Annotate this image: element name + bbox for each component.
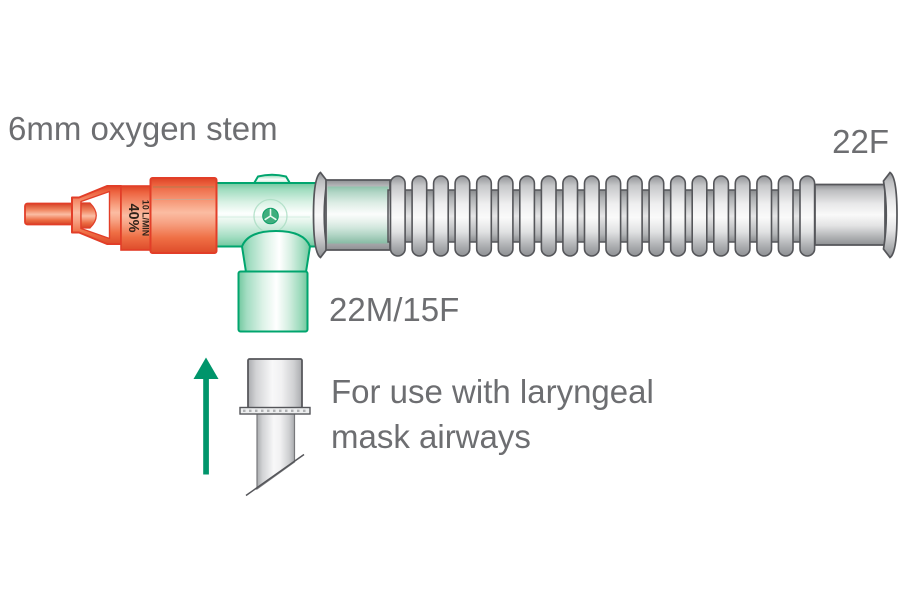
lma-cutoff-slash <box>245 453 305 497</box>
label-note-line2: mask airways <box>331 418 531 455</box>
tube-ridge <box>734 175 751 257</box>
tube-ridge <box>756 175 773 257</box>
tube-valley-base <box>387 189 817 243</box>
tube-right-flare <box>882 171 898 259</box>
tube-ridge <box>411 175 428 257</box>
tube-ridge <box>540 175 557 257</box>
t-piece-patient-cuff <box>237 270 309 333</box>
tube-right-connector <box>814 183 886 246</box>
tube-left-connector-green-showthrough <box>327 186 389 244</box>
tube-ridge <box>777 175 794 257</box>
tube-ridge <box>648 175 665 257</box>
label-22m-15f: 22M/15F <box>329 291 459 328</box>
up-arrow-shaft <box>203 377 209 475</box>
corrugated-ridges <box>389 175 816 257</box>
label-22f: 22F <box>832 123 889 160</box>
tube-ridge <box>799 175 816 257</box>
oxygen-stem-collar <box>149 177 218 254</box>
label-note-line1: For use with laryngeal <box>331 373 654 410</box>
up-arrow-head <box>193 357 219 379</box>
tube-ridge <box>626 175 643 257</box>
label-oxygen-stem: 6mm oxygen stem <box>8 110 278 147</box>
corrugated-tube <box>312 171 898 259</box>
tube-ridge <box>669 175 687 257</box>
tube-ridge <box>691 175 708 257</box>
marking-percent: 40% <box>125 203 141 232</box>
tube-left-flare <box>312 171 328 259</box>
marking-flow: 10 L/MIN <box>141 200 151 236</box>
lma-connector <box>239 358 311 497</box>
lma-connector-tube <box>256 413 296 491</box>
tube-ridge <box>389 175 406 257</box>
tube-ridge <box>583 175 600 257</box>
tube-ridge <box>432 175 450 257</box>
oxygen-stem-barrel <box>120 185 153 251</box>
tube-ridge <box>497 175 514 257</box>
tube-ridge <box>518 175 536 257</box>
tube-ridge <box>712 175 730 257</box>
brand-emblem-y-mark <box>264 208 277 221</box>
up-arrow-icon <box>193 357 219 475</box>
oxygen-stem: 40% 10 L/MIN <box>24 177 218 254</box>
tube-ridge <box>562 175 579 257</box>
venturi-inner-jet <box>80 202 97 229</box>
tube-ridge <box>605 175 622 257</box>
tube-ridge <box>475 175 493 257</box>
tube-ridge <box>454 175 471 257</box>
lma-connector-cylinder <box>247 358 303 409</box>
t-piece-elbow <box>240 229 312 273</box>
oxygen-stem-nozzle <box>24 202 74 226</box>
